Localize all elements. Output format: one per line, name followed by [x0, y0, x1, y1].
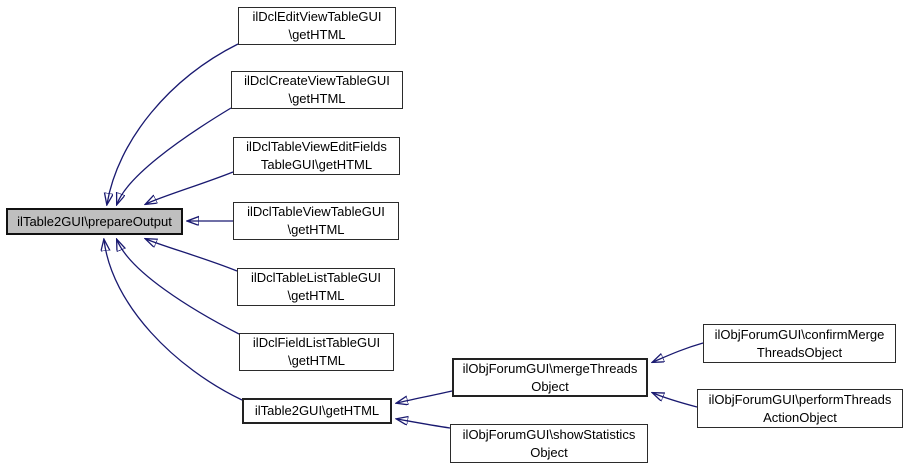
- node-label: \getHTML: [287, 288, 345, 303]
- edge-dcl-create-view-to-prepare-output: [117, 107, 232, 204]
- node-label: ilDclFieldListTableGUI: [252, 335, 381, 350]
- node-ildcleditviewtablegui-gethtml[interactable]: ilDclEditViewTableGUI \getHTML: [238, 7, 396, 45]
- node-ildclcreateviewtablegui-gethtml[interactable]: ilDclCreateViewTableGUI \getHTML: [231, 71, 403, 109]
- node-ildcltablelisttablegui-gethtml[interactable]: ilDclTableListTableGUI \getHTML: [237, 268, 395, 306]
- node-label: \getHTML: [287, 353, 346, 368]
- node-ildcltablevieweditfieldstablegui-gethtml[interactable]: ilDclTableViewEditFields TableGUI\getHTM…: [233, 137, 400, 175]
- node-label: ilObjForumGUI\showStatistics: [462, 426, 636, 442]
- node-label: ilDclCreateViewTableGUI: [244, 73, 390, 88]
- edge-table2-get-html-to-prepare-output: [104, 240, 243, 401]
- edge-confirm-merge-to-merge-threads: [653, 342, 704, 362]
- node-label: ilDclTableViewEditFields: [246, 139, 387, 154]
- edge-perform-threads-to-merge-threads: [653, 393, 698, 408]
- edge-dcl-table-list-to-prepare-output: [146, 239, 238, 272]
- node-label: ilDclTableViewTableGUI: [247, 204, 385, 219]
- node-label: ilObjForumGUI\performThreads: [708, 391, 892, 407]
- node-label: ilDclEditViewTableGUI: [252, 9, 382, 24]
- node-iltable2gui-prepareoutput: ilTable2GUI\prepareOutput: [6, 208, 183, 235]
- node-ilobjforumgui-mergethreadsobject[interactable]: ilObjForumGUI\mergeThreads Object: [452, 358, 648, 397]
- node-label: ThreadsObject: [756, 344, 843, 360]
- node-label: Object: [531, 378, 569, 394]
- node-label: \getHTML: [288, 91, 346, 106]
- node-label: \getHTML: [288, 27, 346, 42]
- node-label: Object: [530, 444, 568, 460]
- edge-show-statistics-to-table2-get-html: [397, 419, 451, 429]
- node-ildclfieldlisttablegui-gethtml[interactable]: ilDclFieldListTableGUI \getHTML: [239, 333, 394, 371]
- node-ilobjforumgui-showstatisticsobject[interactable]: ilObjForumGUI\showStatistics Object: [450, 424, 648, 463]
- edge-merge-threads-to-table2-get-html: [397, 390, 453, 403]
- edge-dcl-field-list-to-prepare-output: [117, 240, 240, 335]
- node-label: \getHTML: [287, 222, 345, 237]
- node-label: ilDclTableListTableGUI: [250, 270, 382, 285]
- node-label: ilObjForumGUI\confirmMerge: [714, 326, 885, 342]
- node-iltable2gui-gethtml[interactable]: ilTable2GUI\getHTML: [242, 398, 392, 424]
- node-label: ActionObject: [763, 409, 837, 425]
- edge-dcl-table-view-edit-fields-to-prepare-output: [146, 171, 234, 204]
- node-label: ilTable2GUI\prepareOutput: [17, 213, 172, 229]
- node-ilobjforumgui-confirmmergethreadsobject[interactable]: ilObjForumGUI\confirmMerge ThreadsObject: [703, 324, 896, 363]
- node-ilobjforumgui-performthreadsactionobject[interactable]: ilObjForumGUI\performThreads ActionObjec…: [697, 389, 903, 428]
- node-label: ilTable2GUI\getHTML: [254, 403, 380, 418]
- node-label: ilObjForumGUI\mergeThreads: [462, 360, 638, 376]
- edge-dcl-edit-view-to-prepare-output: [107, 43, 239, 204]
- node-ildcltableviewtablegui-gethtml[interactable]: ilDclTableViewTableGUI \getHTML: [233, 202, 399, 240]
- node-label: TableGUI\getHTML: [260, 157, 373, 172]
